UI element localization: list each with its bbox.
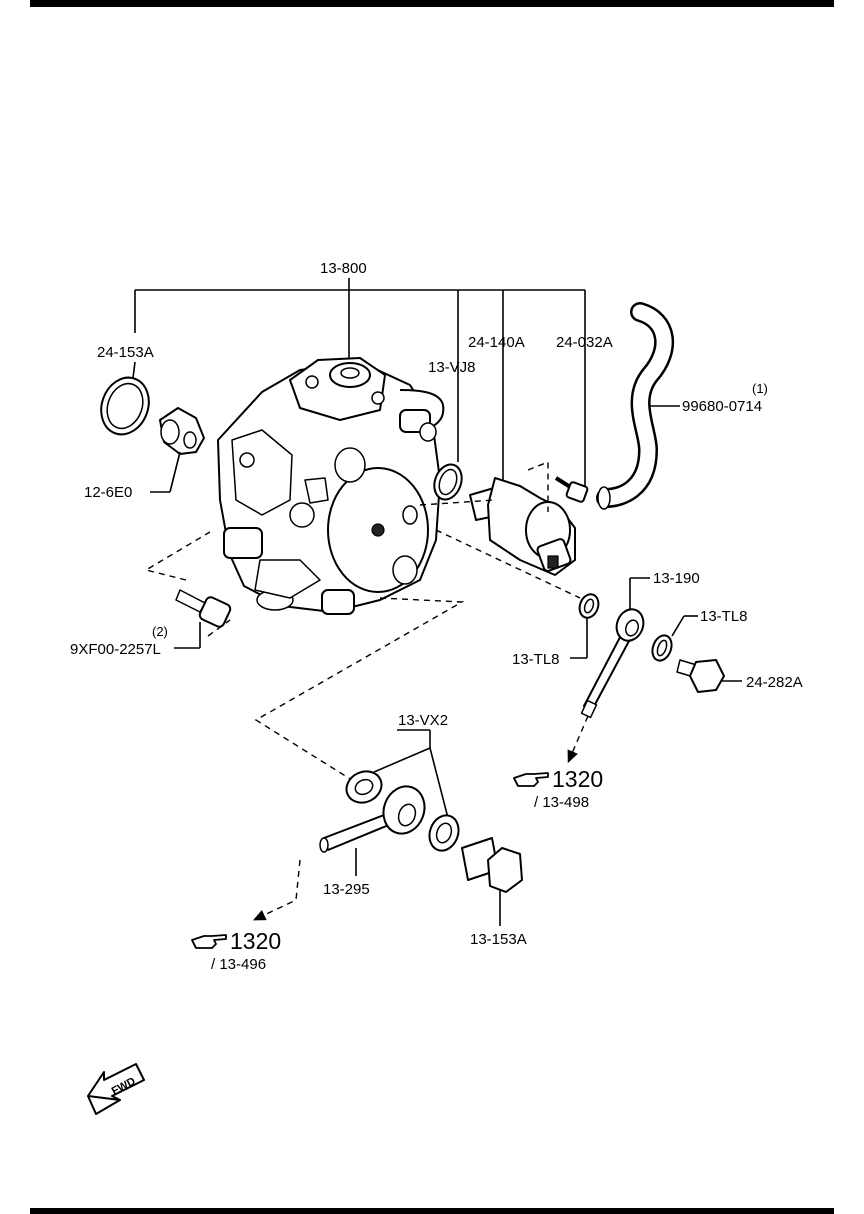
top-border [30, 0, 834, 7]
assembly-bracket [134, 278, 586, 488]
reference-section-number: 1320 [552, 766, 603, 792]
pcv-valve-24-140a [469, 477, 576, 576]
label-24-032a: 24-032A [556, 334, 613, 351]
label-24-282a: 24-282A [746, 674, 803, 691]
label-13-tl8-pump: 13-TL8 [512, 651, 560, 668]
label-bolt-qty: (2) [152, 624, 168, 639]
pointing-hand-icon [513, 772, 549, 787]
label-13-vj8: 13-VJ8 [428, 359, 476, 376]
bolt-24-032a [554, 476, 589, 503]
label-12-6e0: 12-6E0 [84, 484, 132, 501]
label-13-153a: 13-153A [470, 931, 527, 948]
o-ring-24-153a [100, 361, 150, 436]
dashed-guides-upper [144, 460, 581, 783]
label-9xf00-2257l: 9XF00-2257L [70, 641, 161, 658]
reference-sub-number: / 13-498 [534, 794, 589, 811]
label-24-153a: 24-153A [97, 344, 154, 361]
label-13-vx2: 13-VX2 [398, 712, 448, 729]
label-99680-0714: 99680-0714 [682, 398, 762, 415]
bolt-9xf00-2257l [174, 589, 232, 649]
reference-sub-number: / 13-496 [211, 956, 266, 973]
pointing-hand-icon [191, 934, 227, 949]
label-13-800: 13-800 [320, 260, 367, 277]
o-ring-13-vj8 [433, 463, 463, 501]
fuel-pump-assembly [217, 357, 445, 615]
label-13-190: 13-190 [653, 570, 700, 587]
fwd-arrow-icon: FWD [87, 1063, 145, 1115]
banjo-bolt-24-282a [676, 659, 742, 693]
bottom-border [30, 1208, 834, 1214]
fitting-12-6e0 [150, 407, 205, 493]
reference-section-number: 1320 [230, 928, 281, 954]
hose-99680-0714 [596, 302, 680, 510]
label-hose-qty: (1) [752, 381, 768, 396]
label-24-140a: 24-140A [468, 334, 525, 351]
lower-pipe-assembly [252, 729, 523, 926]
reference-1320-498[interactable]: 1320 / 13-498 [513, 766, 603, 811]
reference-1320-496[interactable]: 1320 / 13-496 [191, 928, 281, 973]
label-13-tl8-right: 13-TL8 [700, 608, 748, 625]
washer-13-tl8-pump [570, 593, 600, 659]
washer-13-tl8-right [651, 615, 698, 662]
label-13-295: 13-295 [323, 881, 370, 898]
pipe-fitting-13-190 [567, 577, 650, 764]
